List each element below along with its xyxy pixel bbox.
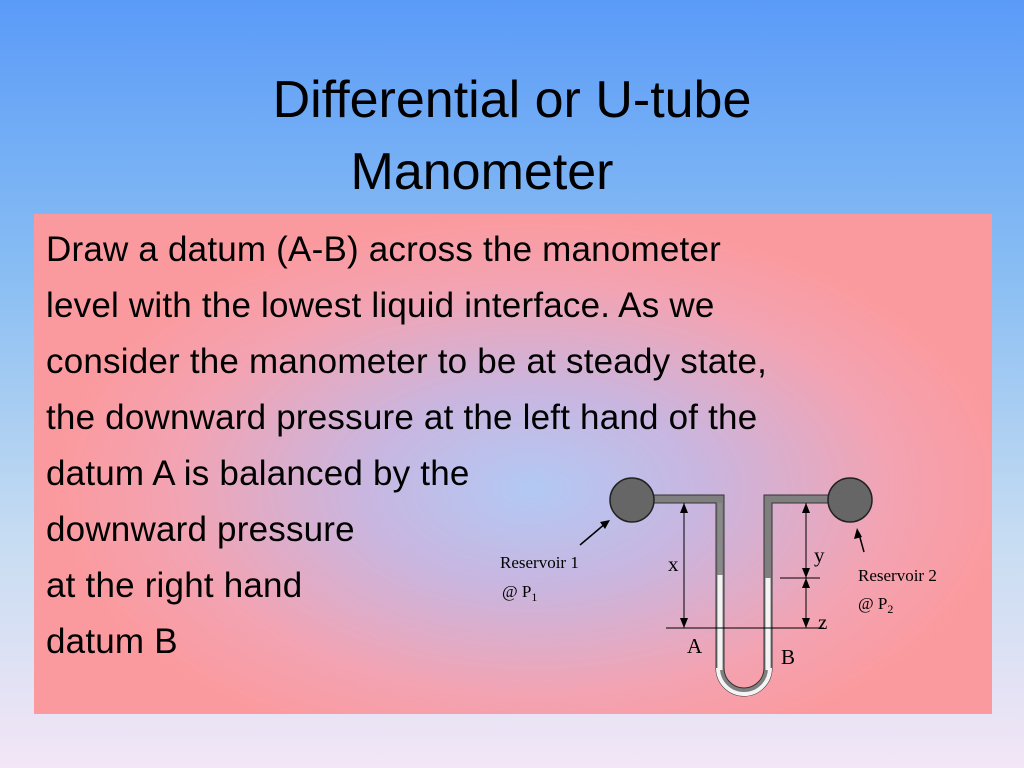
- body-line: downward pressure: [46, 510, 355, 549]
- title-line-1: Differential or U-tube: [272, 71, 752, 129]
- title-line-2: Manometer: [350, 143, 614, 201]
- y-arrow-bottom: [802, 568, 810, 578]
- u-bottom-liquid: [716, 667, 772, 696]
- reservoir-1-subscript: 1: [531, 590, 537, 604]
- reservoir-1-pressure: @ P1: [502, 582, 537, 604]
- body-line: consider the manometer to be at steady s…: [46, 342, 768, 381]
- z-arrow-bottom: [802, 618, 810, 628]
- y-arrow-top: [802, 503, 810, 513]
- z-arrow-top: [802, 578, 810, 588]
- z-label: z: [818, 610, 827, 634]
- x-label: x: [668, 552, 679, 576]
- reservoir-2: [827, 477, 873, 523]
- datum-a-label: A: [687, 634, 703, 658]
- reservoir-1-pointer-head: [600, 520, 610, 529]
- body-line: datum A is balanced by the: [46, 454, 470, 493]
- body-line: datum B: [46, 622, 178, 661]
- y-label: y: [814, 543, 825, 567]
- body-line: at the right hand: [46, 566, 303, 605]
- reservoir-1-pressure-text: @ P: [502, 582, 531, 601]
- reservoir-2-pointer-head: [854, 528, 862, 539]
- reservoir-2-pressure: @ P2: [858, 594, 893, 616]
- right-arm-liquid: [765, 578, 771, 670]
- slide-title: Differential or U-tube Manometer: [0, 64, 1024, 208]
- reservoir-2-pressure-text: @ P: [858, 594, 887, 613]
- u-tube-outer: [653, 494, 833, 697]
- x-arrow-top: [680, 503, 688, 513]
- reservoir-1-label: Reservoir 1: [500, 553, 579, 572]
- datum-b-label: B: [781, 645, 795, 669]
- left-arm-liquid: [717, 575, 723, 670]
- body-line: level with the lowest liquid interface. …: [46, 286, 715, 325]
- reservoir-2-subscript: 2: [887, 602, 893, 616]
- reservoir-1-pointer: [579, 522, 607, 546]
- reservoir-1: [609, 477, 655, 523]
- content-panel: [34, 214, 992, 714]
- body-line: the downward pressure at the left hand o…: [46, 398, 758, 437]
- body-line: Draw a datum (A-B) across the manometer: [46, 230, 721, 269]
- left-arm-interior: [718, 503, 722, 575]
- body-text: Draw a datum (A-B) across the manometer …: [46, 222, 986, 670]
- x-arrow-bottom: [680, 618, 688, 628]
- reservoir-2-label: Reservoir 2: [858, 566, 937, 585]
